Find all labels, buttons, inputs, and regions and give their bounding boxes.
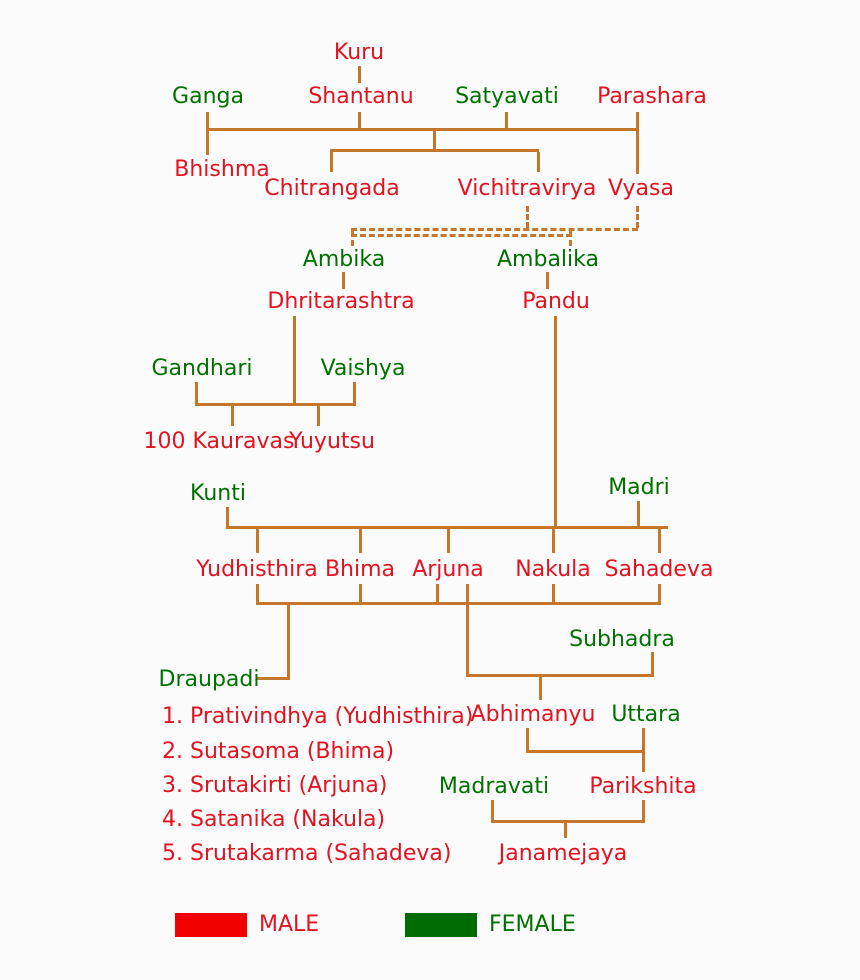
person-uttara: Uttara (611, 702, 681, 727)
person-chitrangada: Chitrangada (264, 176, 400, 201)
person-sahadeva: Sahadeva (604, 557, 714, 582)
connector-h (226, 526, 668, 529)
draupadi-child-4: 4. Satanika (Nakula) (162, 807, 386, 832)
person-vaishya: Vaishya (320, 356, 406, 381)
connector-v (539, 677, 542, 700)
connector-v (642, 728, 645, 752)
connector-v (317, 406, 320, 426)
connector-v (505, 112, 508, 131)
person-ambika: Ambika (302, 247, 386, 272)
connector-dashed-v (636, 206, 639, 228)
person-bhishma: Bhishma (174, 157, 270, 182)
connector-v (206, 112, 209, 131)
connector-v (287, 605, 290, 680)
connector-v (359, 584, 362, 604)
person-yudhisthira: Yudhisthira (196, 557, 318, 582)
person-pandu: Pandu (522, 289, 590, 314)
person-subhadra: Subhadra (569, 627, 675, 652)
person-dhritarashtra: Dhritarashtra (267, 289, 415, 314)
connector-v (195, 382, 198, 405)
draupadi-child-2: 2. Sutasoma (Bhima) (162, 739, 395, 764)
connector-v (466, 584, 469, 676)
person-draupadi: Draupadi (158, 667, 260, 692)
connector-h (256, 677, 290, 680)
connector-v (658, 584, 661, 604)
connector-v (642, 753, 645, 772)
person-madravati: Madravati (438, 774, 550, 799)
connector-v (642, 800, 645, 822)
connector-dashed-h (351, 228, 638, 231)
connector-h (256, 602, 661, 605)
connector-v (231, 406, 234, 426)
connector-dashed-h (351, 234, 572, 237)
person-parashara: Parashara (597, 84, 707, 109)
person-kuru: Kuru (333, 40, 385, 65)
connector-h (466, 674, 654, 677)
person-bhima: Bhima (324, 557, 396, 582)
connector-v (554, 316, 557, 528)
connector-v (342, 272, 345, 289)
connector-v (491, 800, 494, 822)
person-satyavati: Satyavati (455, 84, 559, 109)
connector-v (637, 501, 640, 528)
connector-h (195, 403, 356, 406)
person-abhimanyu: Abhimanyu (470, 702, 596, 727)
person-vyasa: Vyasa (608, 176, 674, 201)
person-ganga: Ganga (172, 84, 244, 109)
connector-h (206, 128, 639, 131)
connector-v (546, 272, 549, 289)
connector-v (537, 152, 540, 172)
person-gandhari: Gandhari (151, 356, 253, 381)
legend-female-label: FEMALE (489, 912, 576, 937)
connector-v (293, 316, 296, 405)
connector-v (330, 152, 333, 172)
person-yuyutsu: Yuyutsu (289, 429, 375, 454)
legend-female-swatch (405, 913, 477, 937)
person-madri: Madri (608, 475, 670, 500)
draupadi-child-1: 1. Prativindhya (Yudhisthira) (162, 704, 474, 729)
connector-v (552, 529, 555, 553)
person-100-kauravas: 100 Kauravas (143, 429, 295, 454)
draupadi-child-3: 3. Srutakirti (Arjuna) (162, 773, 388, 798)
connector-v (256, 584, 259, 604)
person-nakula: Nakula (515, 557, 591, 582)
connector-v (256, 529, 259, 553)
connector-h (491, 820, 645, 823)
connector-v (353, 382, 356, 405)
person-shantanu: Shantanu (308, 84, 414, 109)
connector-v (358, 66, 361, 83)
connector-v (658, 529, 661, 553)
connector-h (526, 750, 645, 753)
connector-dashed-v (351, 231, 354, 246)
person-arjuna: Arjuna (412, 557, 484, 582)
person-parikshita: Parikshita (589, 774, 697, 799)
connector-v (226, 507, 229, 528)
person-kunti: Kunti (190, 481, 246, 506)
connector-h (330, 149, 539, 152)
connector-v (564, 823, 567, 838)
connector-v (552, 584, 555, 604)
person-vichitravirya: Vichitravirya (457, 176, 597, 201)
connector-v (206, 131, 209, 155)
connector-dashed-v (526, 206, 529, 228)
legend-male-swatch (175, 913, 247, 937)
connector-v (526, 728, 529, 752)
connector-v (651, 652, 654, 674)
connector-v (433, 131, 436, 149)
connector-v (636, 131, 639, 174)
draupadi-child-5: 5. Srutakarma (Sahadeva) (162, 841, 452, 866)
connector-dashed-v (569, 231, 572, 246)
person-ambalika: Ambalika (497, 247, 599, 272)
person-janamejaya: Janamejaya (498, 841, 628, 866)
connector-v (359, 529, 362, 553)
legend-male-label: MALE (259, 912, 320, 937)
connector-v (358, 112, 361, 131)
connector-v (636, 112, 639, 131)
connector-v (447, 529, 450, 553)
connector-v (436, 584, 439, 604)
